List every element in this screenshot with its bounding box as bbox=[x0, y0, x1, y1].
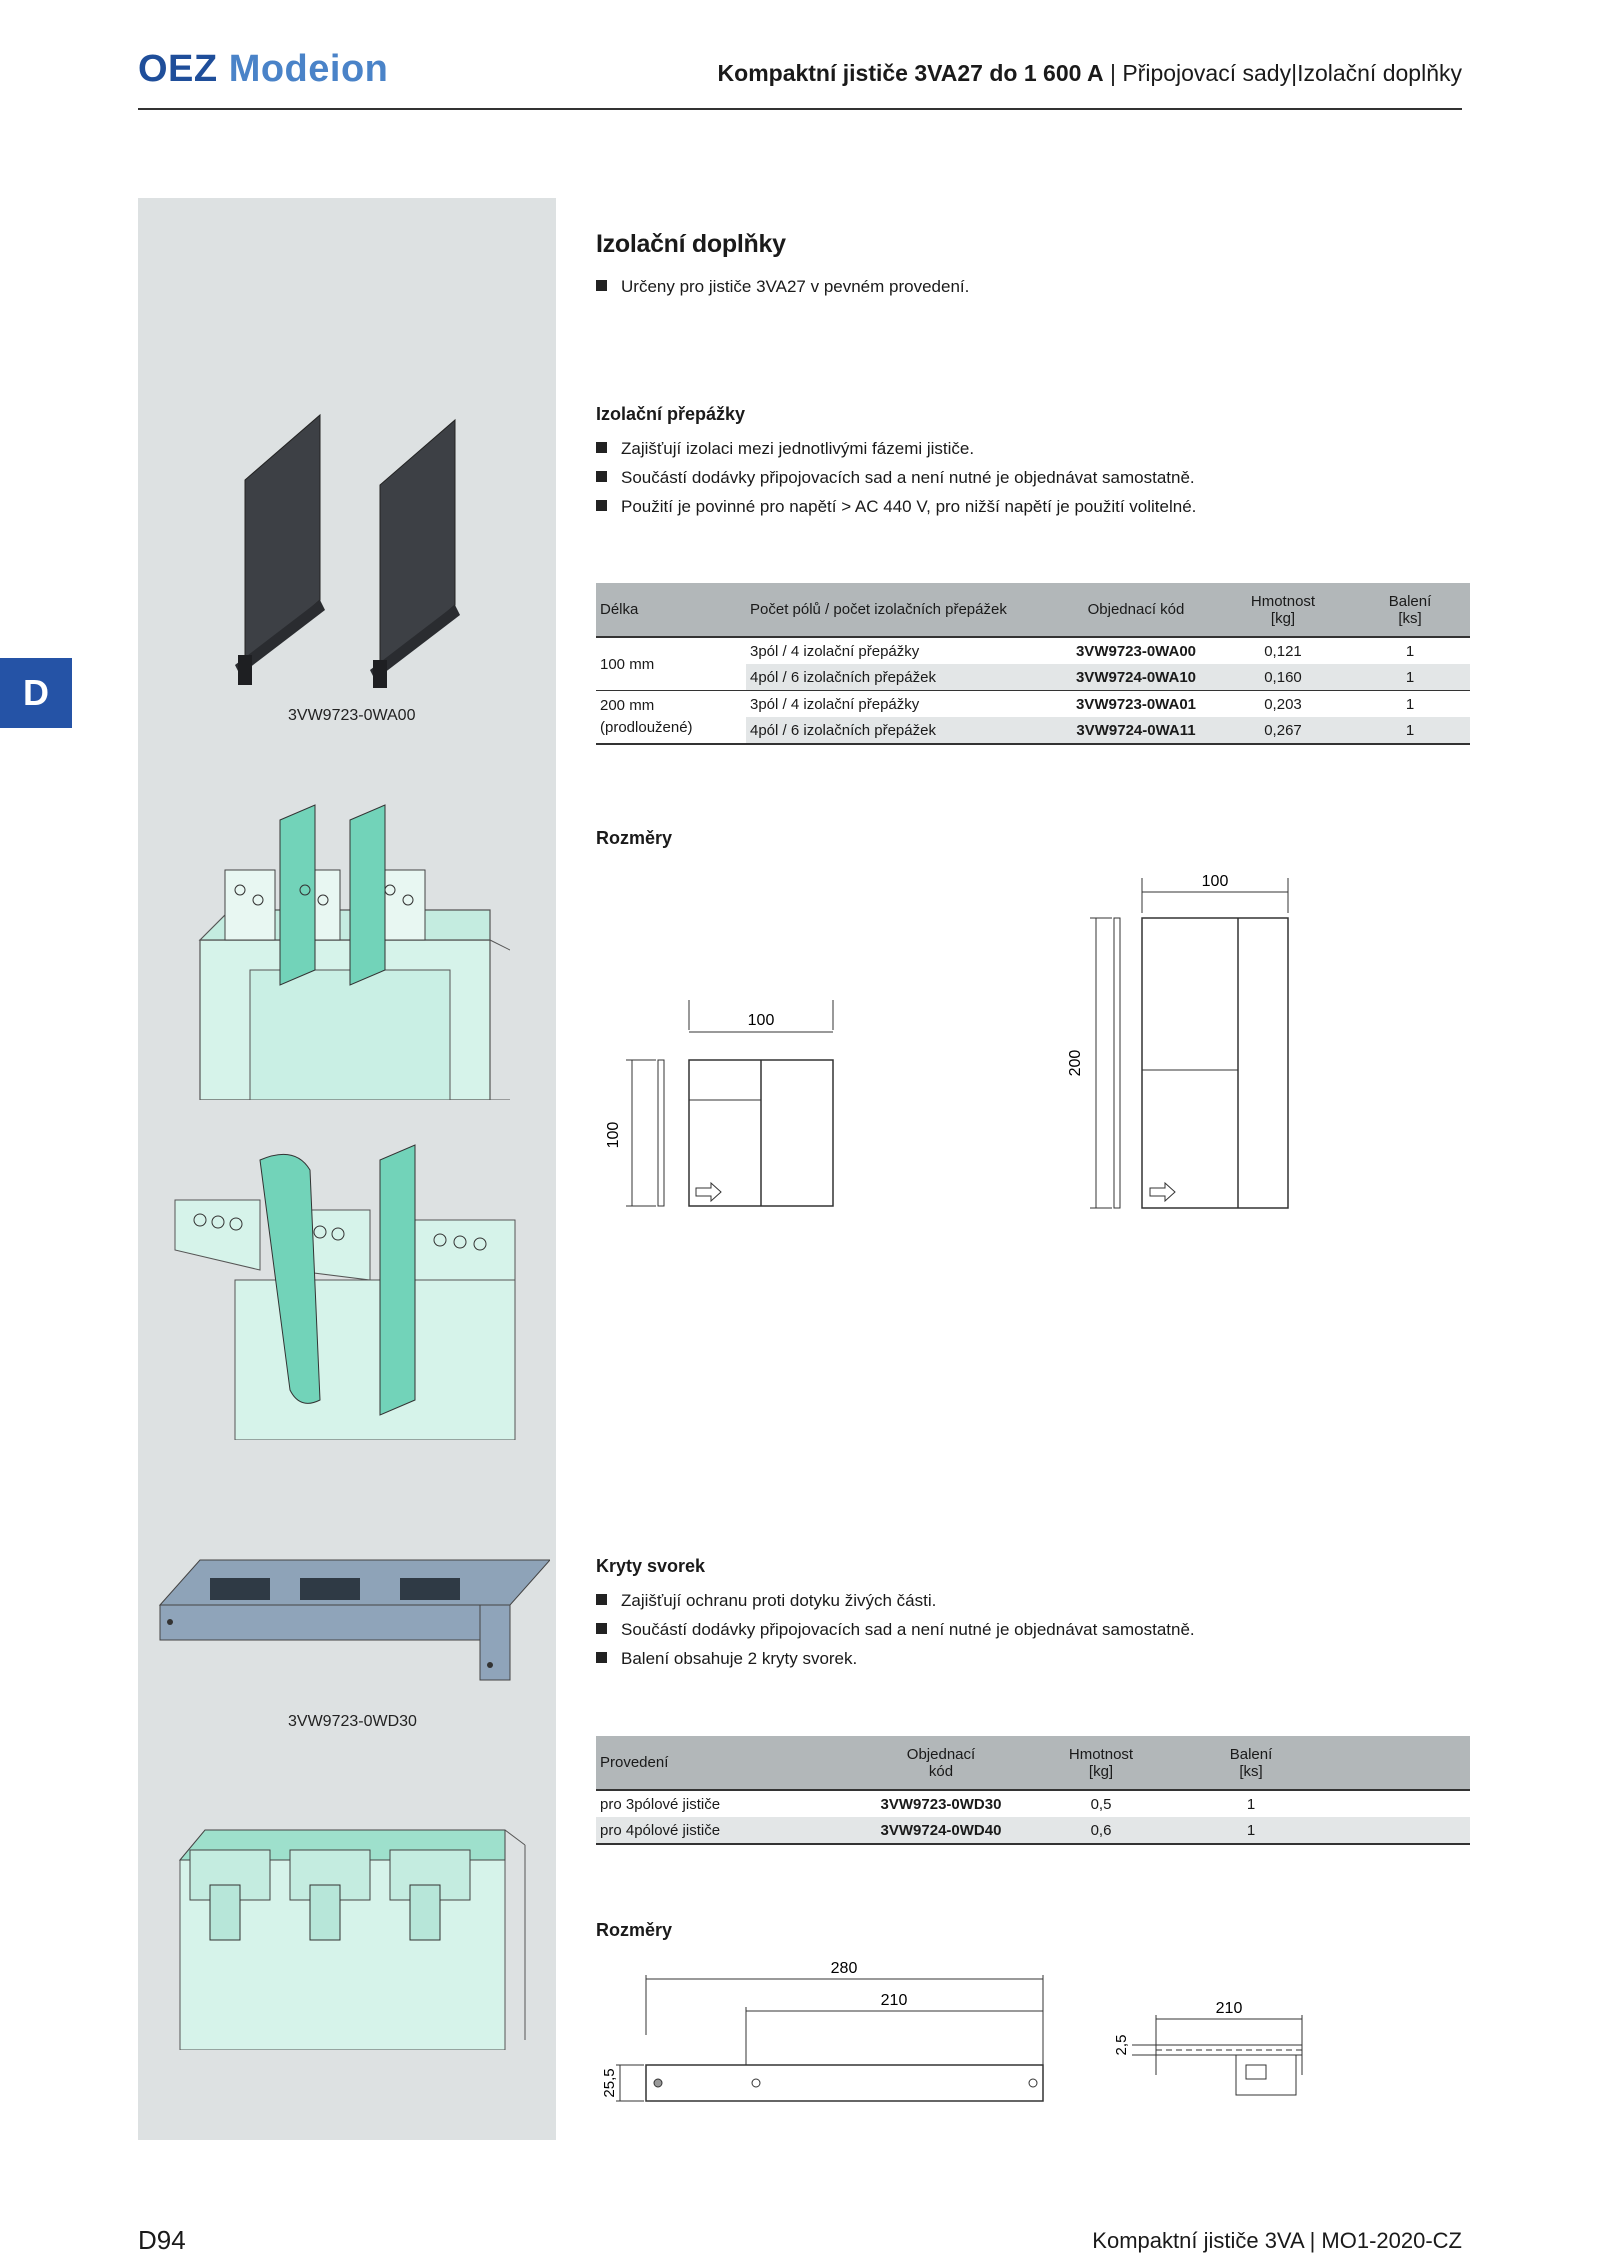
barrier-100mm-dimension-drawing: 100 100 bbox=[605, 1000, 834, 1207]
list-item: Součástí dodávky připojovacích sad a nen… bbox=[596, 1615, 1195, 1644]
table-row: pro 4pólové jističe 3VW9724-0WD40 0,6 1 bbox=[596, 1817, 1470, 1844]
covers-dims-title: Rozměry bbox=[596, 1920, 673, 1940]
table-row: pro 3pólové jističe 3VW9723-0WD30 0,5 1 bbox=[596, 1790, 1470, 1817]
table-row: 100 mm 3pól / 4 izolační přepážky 3VW972… bbox=[596, 637, 1470, 673]
col-header-poles: Počet pólů / počet izolačních přepážek bbox=[746, 583, 1056, 637]
chapter-tab: D bbox=[0, 658, 72, 728]
dim-width-label: 100 bbox=[1202, 873, 1229, 890]
covers-title: Kryty svorek bbox=[596, 1556, 706, 1576]
col-header-length: Délka bbox=[596, 583, 746, 637]
page-number: D94 bbox=[138, 2225, 186, 2255]
list-item: Balení obsahuje 2 kryty svorek. bbox=[596, 1644, 1195, 1673]
list-item: Použití je povinné pro napětí > AC 440 V… bbox=[596, 492, 1196, 521]
bullet-square-icon bbox=[596, 442, 607, 454]
col-header-weight: Hmotnost[kg] bbox=[1026, 1736, 1176, 1790]
header-separator: | bbox=[1109, 60, 1116, 86]
dim-width-label: 100 bbox=[748, 1012, 775, 1029]
list-item: Zajišťují izolaci mezi jednotlivými fáze… bbox=[596, 434, 1196, 463]
barriers-bullet-list: Zajišťují izolaci mezi jednotlivými fáze… bbox=[596, 434, 1196, 521]
header-title-part3: Izolační doplňky bbox=[1297, 60, 1462, 86]
bullet-square-icon bbox=[596, 471, 607, 483]
barrier-200mm-dimension-drawing: 100 200 bbox=[1067, 873, 1289, 1209]
col-header-pack: Balení[ks] bbox=[1176, 1736, 1326, 1790]
breaker-with-covers-image bbox=[178, 1829, 526, 2050]
table-row: 4pól / 6 izolačních přepážek 3VW9724-0WA… bbox=[596, 717, 1470, 744]
bullet-square-icon bbox=[596, 500, 607, 512]
breaker-with-barriers-image bbox=[198, 804, 510, 1100]
logo-oez: OEZ bbox=[138, 48, 218, 90]
barriers-dims-title: Rozměry bbox=[596, 828, 673, 848]
section-title: Izolační doplňky bbox=[596, 230, 786, 258]
covers-bullet-list: Zajišťují ochranu proti dotyku živých čá… bbox=[596, 1586, 1195, 1673]
image-caption-covers: 3VW9723-0WD30 bbox=[288, 1713, 417, 1730]
bullet-square-icon bbox=[596, 1652, 607, 1664]
dim-height-label: 25,5 bbox=[601, 2068, 618, 2097]
section-bullet-list: Určeny pro jističe 3VA27 v pevném proved… bbox=[596, 272, 969, 301]
col-header-code: Objednací kód bbox=[1056, 583, 1216, 637]
header-title-main: Kompaktní jističe 3VA27 do 1 600 A bbox=[717, 60, 1104, 86]
barriers-detail-image bbox=[174, 1144, 516, 1440]
footer-doc-title: Kompaktní jističe 3VA | MO1-2020-CZ bbox=[1092, 2228, 1462, 2253]
dim-height-label: 100 bbox=[605, 1122, 622, 1149]
header-title-part2: Připojovací sady bbox=[1122, 60, 1292, 86]
col-header-pack: Balení[ks] bbox=[1350, 583, 1470, 637]
col-header-type: Provedení bbox=[596, 1736, 856, 1790]
bullet-square-icon bbox=[596, 1623, 607, 1635]
barrier-plates-image bbox=[235, 413, 460, 688]
list-item: Součástí dodávky připojovacích sad a nen… bbox=[596, 463, 1196, 492]
terminal-cover-image bbox=[158, 1559, 550, 1681]
header-separator: | bbox=[1291, 60, 1298, 86]
dim-height-label: 200 bbox=[1067, 1050, 1084, 1077]
logo: OEZ Modeion bbox=[138, 48, 388, 91]
bullet-square-icon bbox=[596, 280, 607, 292]
list-item: Určeny pro jističe 3VA27 v pevném proved… bbox=[596, 272, 969, 301]
header-rule bbox=[138, 108, 1462, 110]
table-header-row: Délka Počet pólů / počet izolačních přep… bbox=[596, 583, 1470, 637]
image-sidebar bbox=[138, 198, 556, 2140]
list-item: Zajišťují ochranu proti dotyku živých čá… bbox=[596, 1586, 1195, 1615]
header-title: Kompaktní jističe 3VA27 do 1 600 A | Při… bbox=[718, 60, 1462, 87]
bullet-square-icon bbox=[596, 1594, 607, 1606]
table-row: 200 mm(prodloužené) 3pól / 4 izolační př… bbox=[596, 690, 1470, 736]
col-header-weight: Hmotnost[kg] bbox=[1216, 583, 1350, 637]
dim-total-label: 280 bbox=[831, 1960, 858, 1977]
barriers-spec-table: Délka Počet pólů / počet izolačních přep… bbox=[596, 583, 1470, 745]
image-caption-barriers: 3VW9723-0WA00 bbox=[288, 707, 416, 724]
dim-side-height-label: 2,5 bbox=[1113, 2035, 1130, 2056]
table-row: 4pól / 6 izolačních přepážek 3VW9724-0WA… bbox=[596, 664, 1470, 691]
dim-inner-label: 210 bbox=[881, 1992, 908, 2009]
dim-side-width-label: 210 bbox=[1216, 2000, 1243, 2017]
logo-modeion: Modeion bbox=[228, 48, 389, 90]
cover-dimension-drawing: 280 210 25,5 210 2,5 bbox=[601, 1960, 1303, 2102]
barriers-title: Izolační přepážky bbox=[596, 404, 746, 424]
